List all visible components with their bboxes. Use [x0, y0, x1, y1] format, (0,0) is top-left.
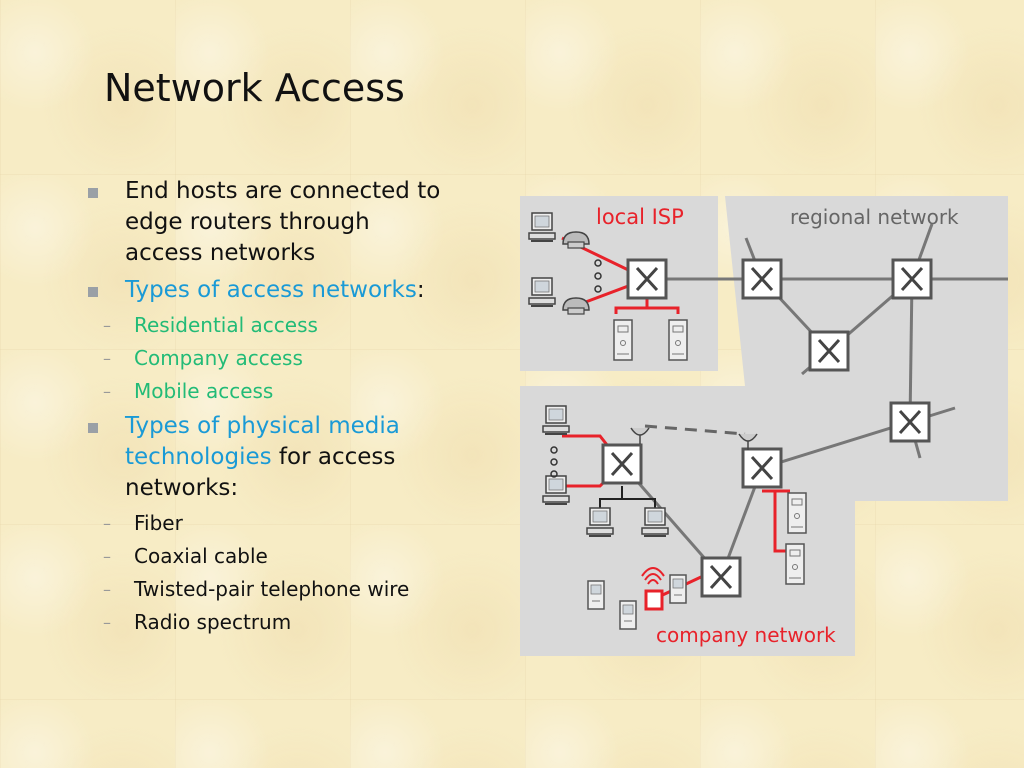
square-bullet-icon	[88, 287, 98, 297]
bullet-end-hosts: End hosts are connected to edge routers …	[88, 176, 448, 269]
subitem-radio: – Radio spectrum	[51, 609, 448, 636]
subitem-twisted-pair: – Twisted-pair telephone wire	[51, 576, 448, 603]
wireless-access-point-icon	[641, 567, 665, 611]
bullet-access-network-types: Types of access networks:	[88, 275, 448, 306]
square-bullet-icon	[88, 188, 98, 198]
regional-network-label: regional network	[790, 205, 959, 229]
router-icon	[741, 258, 783, 300]
subitem-fiber: – Fiber	[51, 510, 448, 537]
subitem-text: Twisted-pair telephone wire	[134, 577, 410, 601]
router-icon	[700, 556, 742, 598]
computer-icon	[641, 507, 669, 537]
subitem-residential: – Residential access	[51, 312, 448, 339]
square-bullet-icon	[88, 423, 98, 433]
local-isp-label: local ISP	[596, 205, 684, 229]
dash-bullet-icon: –	[103, 580, 111, 599]
computer-icon	[542, 405, 570, 435]
dash-bullet-icon: –	[103, 349, 111, 368]
company-network-region	[520, 196, 1008, 656]
company-network-label: company network	[656, 623, 836, 647]
router-icon	[889, 401, 931, 443]
computer-icon	[542, 475, 570, 505]
dash-bullet-icon: –	[103, 316, 111, 335]
slide-title: Network Access	[104, 66, 405, 110]
computer-icon	[528, 277, 556, 307]
router-icon	[891, 258, 933, 300]
router-icon	[808, 330, 850, 372]
server-icon	[668, 319, 688, 361]
subitem-mobile: – Mobile access	[51, 378, 448, 405]
bullet-physical-media: Types of physical media technologies for…	[88, 411, 448, 504]
server-icon	[785, 543, 805, 585]
bullet-highlight-text: Types of physical media technologies	[125, 413, 400, 470]
dash-bullet-icon: –	[103, 514, 111, 533]
handheld-device-icon	[587, 580, 605, 610]
computer-icon	[586, 507, 614, 537]
dash-bullet-icon: –	[103, 613, 111, 632]
ellipsis-dots-icon	[594, 259, 602, 293]
server-icon	[787, 492, 807, 534]
lan-links	[599, 486, 656, 514]
subitem-company: – Company access	[51, 345, 448, 372]
computer-icon	[528, 212, 556, 242]
handheld-device-icon	[669, 574, 687, 604]
handheld-device-icon	[619, 600, 637, 630]
subitem-text: Coaxial cable	[134, 544, 268, 568]
wireless-link	[644, 424, 746, 436]
bullet-rest-text: :	[416, 277, 425, 303]
router-icon	[601, 443, 643, 485]
bullet-rest-text: for access networks:	[125, 444, 396, 501]
subitem-coaxial: – Coaxial cable	[51, 543, 448, 570]
router-icon	[626, 258, 668, 300]
network-diagram: local ISP regional network company netwo…	[520, 196, 1008, 656]
dash-bullet-icon: –	[103, 382, 111, 401]
bullet-text: End hosts are connected to edge routers …	[125, 178, 441, 266]
subitem-text: Mobile access	[134, 379, 274, 403]
subitem-text: Company access	[134, 346, 303, 370]
server-icon	[613, 319, 633, 361]
subitem-text: Fiber	[134, 511, 183, 535]
subitem-text: Radio spectrum	[134, 610, 292, 634]
router-icon	[741, 447, 783, 489]
network-diagram-svg: local ISP regional network company netwo…	[520, 196, 1008, 656]
bullet-list: End hosts are connected to edge routers …	[88, 176, 448, 642]
bullet-highlight-text: Types of access networks	[125, 277, 417, 303]
subitem-text: Residential access	[134, 313, 318, 337]
dash-bullet-icon: –	[103, 547, 111, 566]
ellipsis-dots-icon	[550, 446, 558, 478]
